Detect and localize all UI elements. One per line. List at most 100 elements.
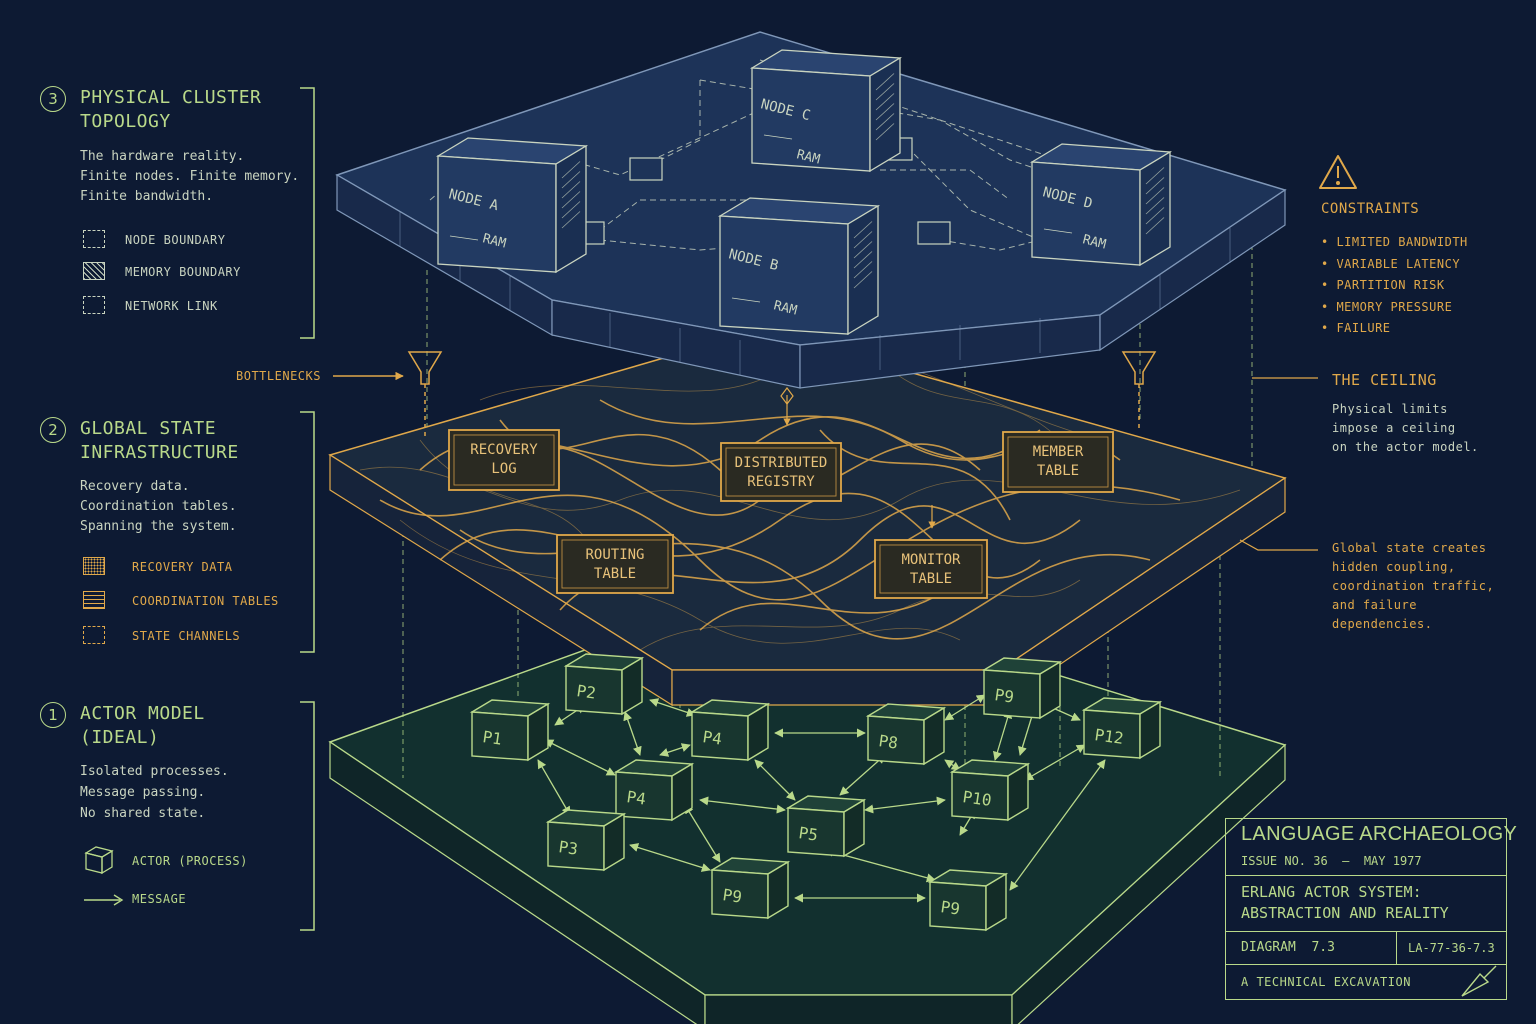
actor-label: P9 [993, 685, 1015, 706]
legend-state-channels: STATE CHANNELS [132, 629, 241, 643]
actor-label: P3 [557, 837, 579, 858]
coordination-tables-swatch [83, 591, 105, 609]
constraint-item: • FAILURE [1321, 321, 1391, 335]
actor-cube: P4 [689, 699, 771, 762]
actor-cube: P5 [785, 795, 867, 858]
title-block: LANGUAGE ARCHAEOLOGY ISSUE NO. 36 — MAY … [1225, 818, 1517, 1000]
coupling-note-1: Global state creates [1332, 541, 1487, 555]
section-2-number: 2 [40, 417, 66, 443]
actor-cube: P4 [613, 759, 695, 822]
state-table-box: RECOVERY LOG [448, 429, 560, 491]
legend-recovery-data: RECOVERY DATA [132, 560, 233, 574]
document-title-line2: ABSTRACTION AND REALITY [1241, 904, 1449, 922]
section-1-title-line1: ACTOR MODEL [80, 703, 205, 724]
coupling-pointer [1239, 539, 1318, 551]
actor-cube: P9 [709, 857, 791, 920]
actor-cube: P3 [545, 809, 627, 872]
memory-boundary-swatch [83, 262, 105, 280]
node-ram-label: RAM [481, 231, 508, 251]
section-2-title-line2: INFRASTRUCTURE [80, 442, 239, 463]
state-table-box: DISTRIBUTED REGISTRY [720, 442, 842, 502]
state-table-box: MEMBER TABLE [1002, 431, 1114, 493]
ceiling-title: THE CEILING [1332, 371, 1437, 389]
node-ram-label: RAM [772, 298, 799, 318]
state-channels-swatch [83, 626, 105, 644]
actor-label: P9 [721, 885, 743, 906]
actor-label: P12 [1093, 725, 1124, 748]
trowel-icon [1461, 965, 1497, 997]
legend-coordination-tables: COORDINATION TABLES [132, 594, 279, 608]
actor-label: P8 [877, 731, 899, 752]
constraint-item: • VARIABLE LATENCY [1321, 257, 1461, 271]
registry-diamond-marker [780, 387, 794, 405]
coupling-note-4: and failure [1332, 598, 1417, 612]
table-label: RECOVERY [470, 442, 538, 458]
ceiling-desc-1: Physical limits [1332, 402, 1448, 416]
table-label: TABLE [1037, 463, 1079, 479]
table-label: TABLE [910, 571, 952, 587]
table-label: TABLE [594, 566, 636, 582]
section-2-title-line1: GLOBAL STATE [80, 418, 217, 439]
actor-label: P5 [797, 823, 819, 844]
constraint-item: • MEMORY PRESSURE [1321, 300, 1453, 314]
section-3-desc-1: The hardware reality. [80, 149, 245, 164]
actor-label: P1 [481, 727, 503, 748]
actor-cube: P2 [563, 653, 645, 716]
section-2-desc-3: Spanning the system. [80, 519, 237, 534]
network-link-swatch [83, 296, 105, 314]
document-title-line1: ERLANG ACTOR SYSTEM: [1241, 883, 1422, 901]
table-label: MONITOR [901, 552, 961, 568]
actor-cube: P12 [1081, 697, 1163, 760]
state-arrows [783, 395, 936, 529]
coupling-note-3: coordination traffic, [1332, 579, 1495, 593]
table-label: DISTRIBUTED [735, 455, 828, 471]
warning-icon [1319, 155, 1357, 189]
table-label: LOG [491, 461, 516, 477]
actor-cube: P9 [927, 869, 1009, 932]
series-title: LANGUAGE ARCHAEOLOGY [1241, 823, 1518, 845]
section-1-desc-1: Isolated processes. [80, 764, 229, 779]
ceiling-desc-3: on the actor model. [1332, 440, 1479, 454]
table-label: MEMBER [1033, 444, 1084, 460]
diagram-code: LA-77-36-7.3 [1408, 941, 1495, 955]
state-table-box: MONITOR TABLE [874, 539, 988, 599]
actor-legend-cube-icon [84, 846, 114, 875]
footer-label: A TECHNICAL EXCAVATION [1241, 975, 1411, 989]
section-1-title-line2: (IDEAL) [80, 727, 160, 748]
constraint-item: • LIMITED BANDWIDTH [1321, 235, 1468, 249]
actor-cube: P1 [469, 699, 551, 762]
section-3-number: 3 [40, 86, 66, 112]
table-label: ROUTING [585, 547, 644, 563]
actor-label: P2 [575, 681, 597, 702]
section-3-desc-2: Finite nodes. Finite memory. [80, 169, 300, 184]
coupling-note-5: dependencies. [1332, 617, 1433, 631]
state-table-boxes: RECOVERY LOG DISTRIBUTED REGISTRY MEMBER TABL… [448, 429, 1114, 599]
section-2-desc-2: Coordination tables. [80, 499, 237, 514]
node-boundary-swatch [83, 230, 105, 248]
section-brackets [300, 87, 315, 931]
funnel-icon [407, 351, 1157, 440]
actor-cube: P10 [949, 759, 1031, 822]
section-1-number: 1 [40, 702, 66, 728]
actor-cube: P9 [981, 657, 1063, 720]
state-table-box: ROUTING TABLE [556, 534, 674, 594]
issue-line: ISSUE NO. 36 — MAY 1977 [1241, 854, 1422, 868]
constraint-item: • PARTITION RISK [1321, 278, 1445, 292]
constraints-title: CONSTRAINTS [1321, 201, 1420, 217]
ceiling-desc-2: impose a ceiling [1332, 421, 1456, 435]
recovery-data-swatch [83, 557, 105, 575]
section-3-title-line1: PHYSICAL CLUSTER [80, 87, 262, 108]
legend-message: MESSAGE [132, 892, 187, 906]
coupling-note-2: hidden coupling, [1332, 560, 1456, 574]
table-label: REGISTRY [747, 474, 815, 490]
legend-memory-boundary: MEMORY BOUNDARY [125, 265, 241, 279]
section-1-desc-2: Message passing. [80, 785, 206, 800]
node-ram-label: RAM [795, 147, 822, 167]
